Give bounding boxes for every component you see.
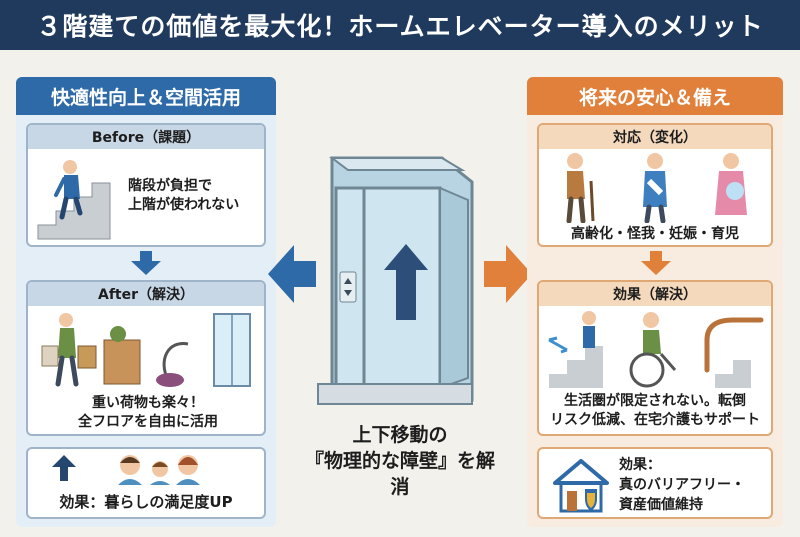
- shopping-elevator-icon: [41, 313, 251, 387]
- response-card: 対応（変化） 高齢化・怪我・妊娠・育児: [537, 123, 773, 247]
- accessibility-icon: [548, 311, 764, 388]
- stairs-person-icon: [37, 160, 111, 240]
- result-card: 効果（解決） 生活圏が限定されない。転倒 リスク低減、在宅介護もサポート: [537, 280, 773, 436]
- before-card: Before（課題） 階段が負担で 上階が使われない: [26, 123, 266, 247]
- before-label: Before（課題）: [28, 125, 264, 149]
- center-caption: 上下移動の 『物理的な障壁』を解消: [300, 422, 500, 500]
- right-effect-card: 効果： 真のバリアフリー・ 資産価値維持: [537, 447, 773, 519]
- people-change-icon: [566, 153, 747, 223]
- elevator-icon: [317, 156, 474, 405]
- left-arrow-icon: [268, 245, 316, 303]
- response-text: 高齢化・怪我・妊娠・育児: [571, 226, 739, 242]
- right-panel: 将来の安心＆備え 対応（変化） 高齢化・怪我・妊娠・育児 効果（解決）: [527, 77, 783, 527]
- result-label: 効果（解決）: [539, 282, 771, 306]
- before-text: 階段が負担で 上階が使われない: [128, 178, 240, 213]
- right-arrow-icon: [484, 245, 532, 303]
- left-effect-card: 効果：暮らしの満足度UP: [26, 447, 266, 519]
- down-arrow-icon: [131, 251, 161, 275]
- right-effect-text: 効果： 真のバリアフリー・ 資産価値維持: [619, 457, 745, 513]
- left-panel-heading: 快適性向上＆空間活用: [16, 77, 276, 115]
- left-panel: 快適性向上＆空間活用 Before（課題） 階段が負担で 上階が使われない Af…: [16, 77, 276, 527]
- house-shield-icon: [553, 459, 609, 513]
- center-caption-line1: 上下移動の: [352, 424, 448, 446]
- down-arrow-icon: [641, 251, 671, 275]
- after-card: After（解決） 重い荷物も楽々！ 全フロアを自由に活用: [26, 280, 266, 436]
- page-title: ３階建ての価値を最大化！ホームエレベーター導入のメリット: [0, 0, 800, 50]
- after-label: After（解決）: [28, 282, 264, 306]
- response-label: 対応（変化）: [539, 125, 771, 149]
- left-effect-text: 効果：暮らしの満足度UP: [59, 493, 233, 511]
- result-text: 生活圏が限定されない。転倒 リスク低減、在宅介護もサポート: [550, 393, 760, 428]
- right-panel-heading: 将来の安心＆備え: [527, 77, 783, 115]
- after-text: 重い荷物も楽々！ 全フロアを自由に活用: [78, 395, 218, 430]
- family-icon: [118, 455, 200, 485]
- center-caption-line2: 『物理的な障壁』を解消: [304, 450, 495, 498]
- up-arrow-icon: [52, 455, 76, 481]
